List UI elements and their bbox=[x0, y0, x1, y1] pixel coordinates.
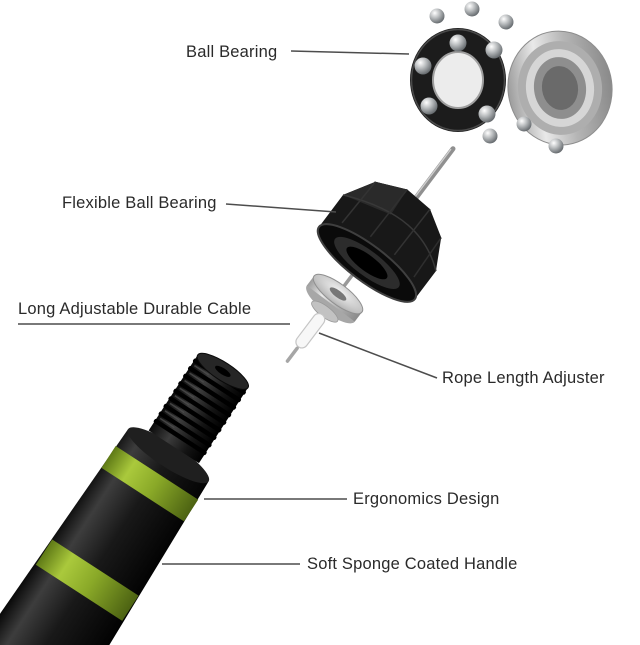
label-flexible-ball-bearing: Flexible Ball Bearing bbox=[62, 194, 217, 212]
loose-bearing-balls bbox=[429, 1, 564, 154]
cable-entry-hole bbox=[215, 365, 231, 377]
leader-adjuster bbox=[318, 332, 438, 379]
bearing-cage bbox=[410, 28, 506, 132]
green-band-lower bbox=[35, 539, 139, 621]
green-band-upper bbox=[101, 446, 199, 522]
foam-body bbox=[0, 429, 209, 645]
flexible-ball-bearing-cap bbox=[316, 146, 456, 303]
bearing-shaft-pin bbox=[412, 146, 456, 202]
handle bbox=[0, 352, 250, 645]
ball-bearing-assembly bbox=[410, 1, 613, 154]
leader-ball-bearing bbox=[290, 50, 410, 55]
adjuster-pin-lower bbox=[285, 346, 299, 363]
threaded-neck bbox=[148, 352, 250, 464]
foam-body-top bbox=[127, 427, 210, 484]
cap-opening-hole bbox=[346, 246, 388, 280]
leader-flexible-bearing bbox=[225, 203, 337, 213]
label-soft-sponge-coated-handle: Soft Sponge Coated Handle bbox=[307, 555, 518, 573]
label-ergonomics-design: Ergonomics Design bbox=[353, 490, 500, 508]
bearing-outer-cylinder bbox=[507, 30, 613, 146]
label-ball-bearing: Ball Bearing bbox=[186, 43, 278, 61]
faceted-cap-body bbox=[317, 181, 442, 302]
label-rope-length-adjuster: Rope Length Adjuster bbox=[442, 369, 605, 387]
label-long-adjustable-durable-cable: Long Adjustable Durable Cable bbox=[18, 300, 252, 318]
leader-lines bbox=[18, 50, 438, 565]
rope-length-adjuster-part bbox=[285, 265, 364, 363]
cable-segment bbox=[295, 312, 326, 349]
